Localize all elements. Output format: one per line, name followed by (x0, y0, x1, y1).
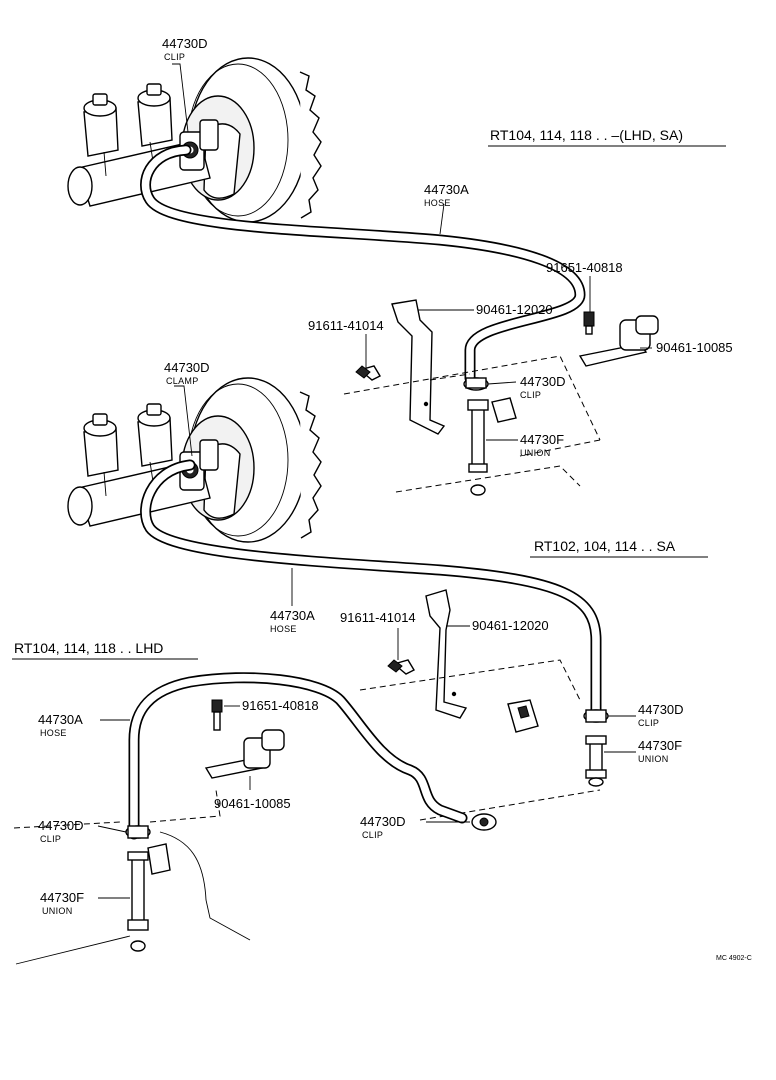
callout-part-number: 91611-41014 (340, 610, 416, 625)
callout-part-number: 44730A (424, 182, 469, 197)
callout-description: CLIP (164, 52, 185, 62)
callout-description: CLIP (520, 390, 541, 400)
callout-part-number: 44730A (270, 608, 315, 623)
callout-description: HOSE (270, 624, 297, 634)
callout-part-number: 90461-10085 (214, 796, 291, 811)
callout-description: CLIP (638, 718, 659, 728)
group-label-bottom: RT104, 114, 118 . . LHD (14, 640, 163, 656)
callout-description: UNION (520, 448, 551, 458)
callout-part-number: 90461-12020 (472, 618, 549, 633)
callout-part-number: 44730F (638, 738, 682, 753)
callout-part-number: 44730D (520, 374, 566, 389)
group-label-top: RT104, 114, 118 . . –(LHD, SA) (490, 127, 683, 143)
callout-description: CLIP (40, 834, 61, 844)
callout-part-number: 44730D (38, 818, 84, 833)
callout-part-number: 90461-12020 (476, 302, 553, 317)
callout-part-number: 44730D (162, 36, 208, 51)
leader-lines (12, 63, 726, 899)
labels: RT104, 114, 118 . . –(LHD, SA) RT102, 10… (14, 36, 752, 962)
callout-description: UNION (42, 906, 73, 916)
reference-code: MC 4902-C (716, 955, 752, 962)
callout-part-number: 91651-40818 (242, 698, 319, 713)
middle-assembly (67, 377, 609, 821)
callout-description: HOSE (40, 728, 67, 738)
callout-part-number: 44730F (520, 432, 564, 447)
callout-part-number: 91651-40818 (546, 260, 623, 275)
callout-description: CLAMP (166, 376, 199, 386)
callout-description: HOSE (424, 198, 451, 208)
top-assembly (67, 57, 659, 496)
callout-part-number: 44730D (164, 360, 210, 375)
callout-part-number: 91611-41014 (308, 318, 384, 333)
callout-part-number: 44730D (360, 814, 406, 829)
callout-part-number: 44730A (38, 712, 83, 727)
callout-part-number: 44730D (638, 702, 684, 717)
callout-part-number: 90461-10085 (656, 340, 733, 355)
callout-part-number: 44730F (40, 890, 84, 905)
callout-description: CLIP (362, 830, 383, 840)
bottom-assembly (13, 672, 497, 965)
group-label-middle: RT102, 104, 114 . . SA (534, 538, 676, 554)
callout-description: UNION (638, 754, 669, 764)
